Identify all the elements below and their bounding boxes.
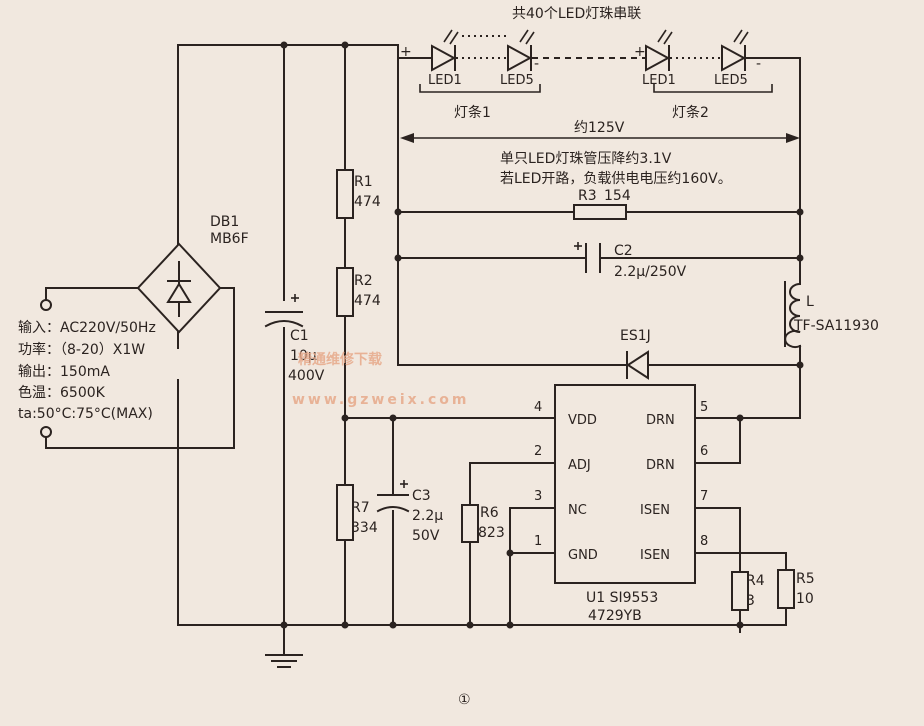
resistor-r1 <box>336 169 354 219</box>
r7-name: R7 <box>351 500 370 516</box>
pin-drn5-label: DRN <box>646 413 675 428</box>
pin-vdd-label: VDD <box>568 413 597 428</box>
pin-drn6-label: DRN <box>646 458 675 473</box>
spec-color-temp: 色温：6500K <box>18 384 106 401</box>
r3-name: R3 <box>578 188 597 204</box>
c3-name: C3 <box>412 488 431 504</box>
junction-dots <box>280 41 804 629</box>
r1-name: R1 <box>354 174 373 190</box>
capacitor-c2 <box>574 242 601 273</box>
r4-name: R4 <box>746 573 765 589</box>
bridge-rectifier <box>136 242 222 334</box>
ground-icon <box>265 654 303 668</box>
r1-value: 474 <box>354 194 381 210</box>
pin-5-num: 5 <box>700 400 708 415</box>
pin-isen8-label: ISEN <box>640 548 670 563</box>
resistor-r2 <box>336 267 354 317</box>
l-part: TF-SA11930 <box>793 318 879 334</box>
resistor-r5 <box>777 569 795 609</box>
figure-number: ① <box>458 692 471 708</box>
c1-voltage: 400V <box>288 368 325 384</box>
spec-ta: ta:50°C:75°C(MAX) <box>18 406 153 422</box>
led-symbol <box>431 29 459 72</box>
pin-1-num: 1 <box>534 534 542 549</box>
inductor-l <box>784 279 802 348</box>
pin-8-num: 8 <box>700 534 708 549</box>
c3-value: 2.2μ <box>412 508 443 524</box>
led1-label: LED1 <box>428 73 462 88</box>
ac-terminal-bottom <box>40 426 52 438</box>
diode-es1j <box>626 350 649 380</box>
r2-name: R2 <box>354 273 373 289</box>
led-symbol <box>721 29 749 72</box>
capacitor-c1 <box>264 294 304 328</box>
pin-6-num: 6 <box>700 444 708 459</box>
watermark-cn: 精通维修下载 <box>298 351 382 368</box>
led-symbol <box>645 29 673 72</box>
pin-adj-label: ADJ <box>568 458 591 473</box>
resistor-r6 <box>461 504 479 543</box>
series-title: 共40个LED灯珠串联 <box>512 6 641 22</box>
r3-value: 154 <box>604 188 631 204</box>
note-line2: 若LED开路，负载供电电压约160V。 <box>500 171 732 187</box>
l-name: L <box>806 294 814 310</box>
resistor-r4 <box>731 571 749 611</box>
c1-value: 10μ <box>290 348 317 364</box>
led-symbol <box>507 29 535 72</box>
ic-u1 <box>554 384 696 584</box>
r4-value: 3 <box>746 593 755 609</box>
spec-output: 输出：150mA <box>18 364 110 380</box>
pin-2-num: 2 <box>534 444 542 459</box>
strip1-minus: - <box>534 56 539 72</box>
watermark-url: www.gzweix.com <box>292 392 469 408</box>
resistor-r7 <box>336 484 354 541</box>
spec-input: 输入：AC220V/50Hz <box>18 320 156 336</box>
ac-terminal-top <box>40 299 52 311</box>
c3-voltage: 50V <box>412 528 440 544</box>
led5-label: LED5 <box>500 73 534 88</box>
capacitor-c3 <box>376 480 410 513</box>
strip2-label: 灯条2 <box>672 104 709 121</box>
c1-name: C1 <box>290 328 309 344</box>
r6-value: 823 <box>478 525 505 541</box>
pin-nc-label: NC <box>568 503 587 518</box>
r5-name: R5 <box>796 571 815 587</box>
strip2-minus: - <box>756 56 761 72</box>
voltage-label: 约125V <box>574 120 625 136</box>
db1-name: DB1 <box>210 214 239 230</box>
c2-value: 2.2μ/250V <box>614 264 687 280</box>
voltage-span-arrow <box>400 133 800 143</box>
pin-7-num: 7 <box>700 489 708 504</box>
chip-name: U1 SI9553 <box>586 590 658 606</box>
led5-label-2: LED5 <box>714 73 748 88</box>
chip-code: 4729YB <box>588 608 642 624</box>
r2-value: 474 <box>354 293 381 309</box>
strip1-label: 灯条1 <box>454 104 491 121</box>
c2-name: C2 <box>614 243 633 259</box>
strip1-plus: + <box>400 44 412 60</box>
pin-4-num: 4 <box>534 400 542 415</box>
es1j-label: ES1J <box>620 328 651 344</box>
r6-name: R6 <box>480 505 499 521</box>
pin-isen7-label: ISEN <box>640 503 670 518</box>
strip2-plus: + <box>634 44 646 60</box>
r5-value: 10 <box>796 591 814 607</box>
pin-gnd-label: GND <box>568 548 598 563</box>
led-strip <box>419 29 773 93</box>
resistor-r3 <box>573 204 627 220</box>
note-line1: 单只LED灯珠管压降约3.1V <box>500 151 672 167</box>
db1-part: MB6F <box>210 231 249 247</box>
spec-power: 功率：（8-20）X1W <box>18 341 145 358</box>
led1-label-2: LED1 <box>642 73 676 88</box>
pin-3-num: 3 <box>534 489 542 504</box>
r7-value: 334 <box>351 520 378 536</box>
